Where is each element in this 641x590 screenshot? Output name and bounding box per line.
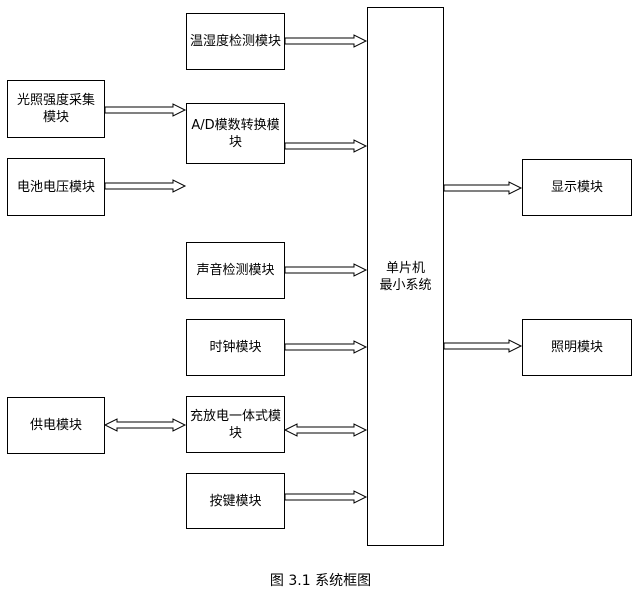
- power-supply-module-label: 供电模块: [29, 418, 82, 433]
- temp-humidity-module: 温湿度检测模块: [186, 13, 285, 70]
- arrow-adc-to-mcu: [284, 139, 368, 153]
- arrow-battery-to-adc: [104, 179, 187, 193]
- arrow-mcu-to-display: [443, 181, 523, 195]
- charger-module-label: 充放电一体式模块: [190, 408, 282, 441]
- figure-caption: 图 3.1 系统框图: [269, 573, 372, 589]
- arrow-light-to-adc: [104, 103, 187, 117]
- light-intensity-module-label: 光照强度采集模块: [16, 93, 95, 125]
- lighting-module: 照明模块: [522, 319, 632, 376]
- clock-module: 时钟模块: [186, 319, 285, 376]
- sound-detection-module-label: 声音检测模块: [196, 263, 275, 278]
- clock-module-label: 时钟模块: [209, 340, 262, 355]
- display-module-label: 显示模块: [550, 180, 603, 195]
- mcu-label-line1: 单片机: [385, 260, 425, 276]
- mcu-label-line2: 最小系统: [379, 277, 432, 293]
- mcu-minimum-system: 单片机 最小系统: [367, 7, 444, 546]
- lighting-module-label: 照明模块: [550, 340, 603, 355]
- adc-module: A/D模数转换模块: [186, 103, 285, 164]
- arrows-layer: [103, 34, 523, 504]
- arrow-temp-to-mcu: [284, 34, 368, 48]
- charger-module: 充放电一体式模块: [186, 396, 285, 453]
- arrow-power-charger: [103, 418, 187, 432]
- arrow-charger-mcu: [283, 423, 368, 437]
- temp-humidity-module-label: 温湿度检测模块: [190, 34, 282, 49]
- display-module: 显示模块: [522, 159, 632, 216]
- adc-module-label: A/D模数转换模块: [191, 117, 280, 150]
- arrow-keys-to-mcu: [284, 490, 368, 504]
- arrow-clock-to-mcu: [284, 340, 368, 354]
- keys-module: 按键模块: [186, 473, 285, 529]
- power-supply-module: 供电模块: [7, 397, 105, 454]
- arrow-sound-to-mcu: [284, 263, 368, 277]
- arrow-mcu-to-lighting: [443, 339, 523, 353]
- sound-detection-module: 声音检测模块: [186, 242, 285, 299]
- battery-voltage-module: 电池电压模块: [7, 158, 105, 216]
- keys-module-label: 按键模块: [209, 493, 262, 509]
- battery-voltage-module-label: 电池电压模块: [16, 179, 95, 195]
- light-intensity-module: 光照强度采集模块: [7, 80, 105, 138]
